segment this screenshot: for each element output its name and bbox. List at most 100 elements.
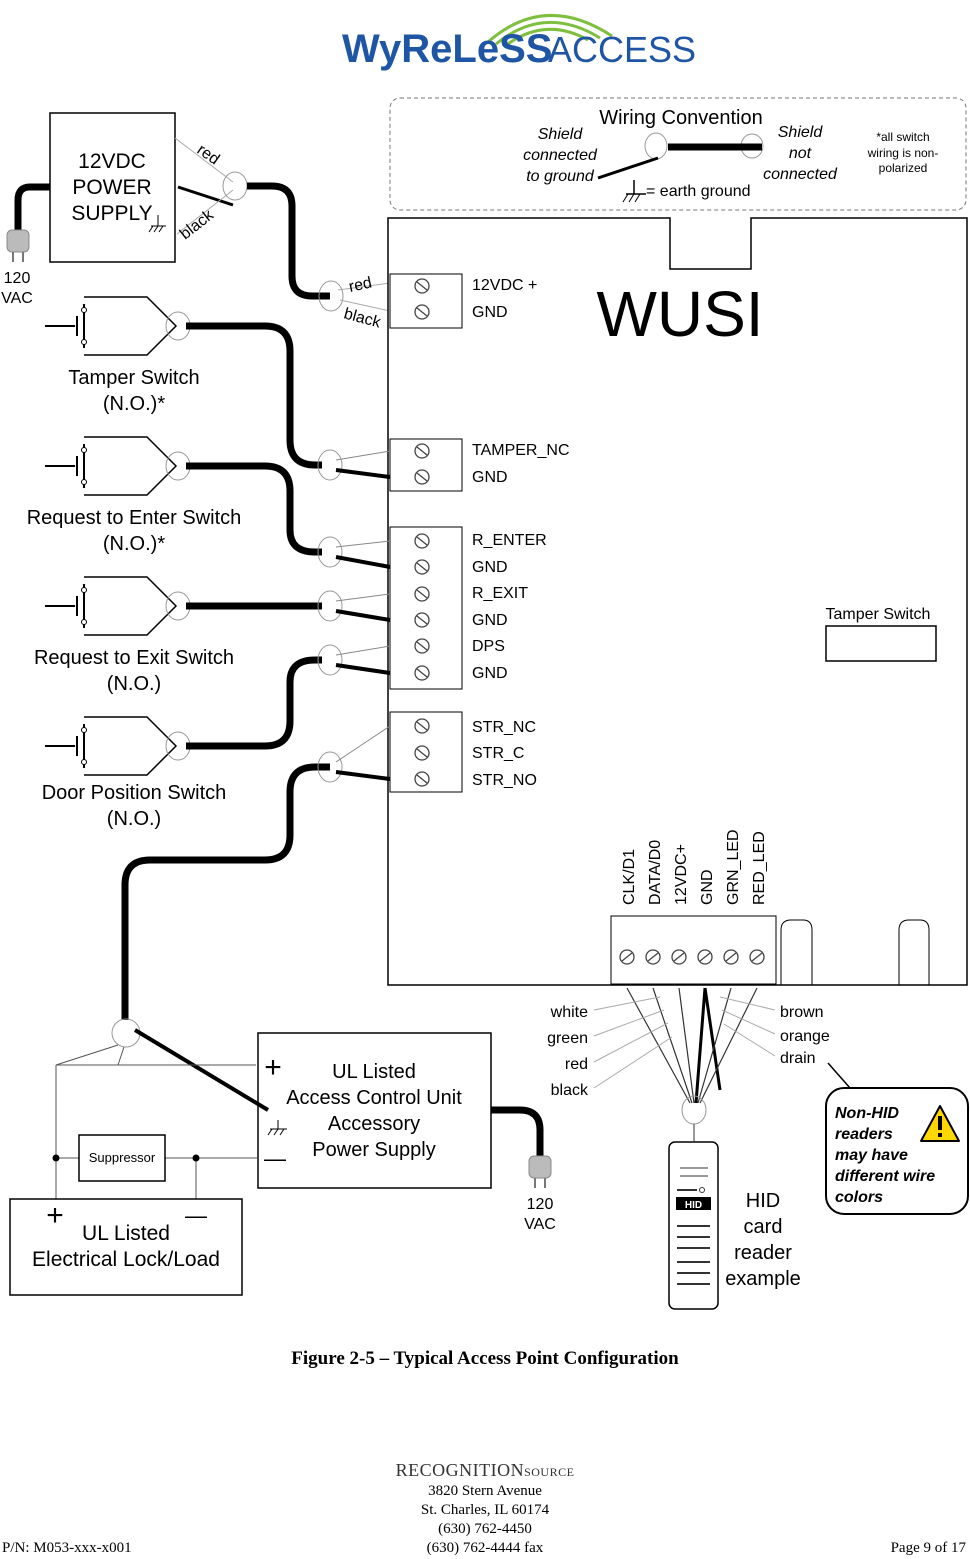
earth-ground-icon bbox=[622, 180, 646, 203]
terminal-screw-icon bbox=[414, 718, 430, 734]
rex-switch-sub: (N.O.) bbox=[107, 673, 161, 695]
fax: (630) 762-4444 fax bbox=[426, 1540, 544, 1556]
acu-power-plug-icon bbox=[528, 1155, 552, 1188]
wiring-convention-box: Wiring Convention Shield connected to gr… bbox=[389, 97, 967, 211]
recognition-source-logo: RECOGNITIONSOURCE bbox=[0, 1460, 970, 1481]
acu-plug-label-1: 120 bbox=[527, 1196, 554, 1213]
cable-end-icon bbox=[317, 536, 391, 569]
terminal-screw-icon bbox=[414, 612, 430, 628]
shield-left-line-1: Shield bbox=[538, 126, 584, 143]
power-plug-icon bbox=[6, 229, 30, 262]
acu-plug-label-2: VAC bbox=[524, 1216, 556, 1233]
term-str-nc: STR_NC bbox=[472, 719, 536, 736]
terminal-screw-icon bbox=[723, 949, 739, 965]
terminal-screw-icon bbox=[697, 949, 713, 965]
lock-line-2: Electrical Lock/Load bbox=[32, 1248, 220, 1271]
cable-end-icon bbox=[317, 644, 391, 676]
terminal-screw-icon bbox=[414, 304, 430, 320]
cable-end-icon bbox=[317, 725, 391, 783]
page-number: Page 9 of 17 bbox=[890, 1540, 966, 1556]
term-data-d0: DATA/D0 bbox=[647, 840, 664, 905]
address-line-2: St. Charles, IL 60174 bbox=[420, 1502, 550, 1518]
part-number: P/N: M053-xxx-x001 bbox=[2, 1540, 132, 1556]
reader-wires bbox=[593, 987, 776, 1125]
shield-right-line-1: Shield bbox=[778, 124, 824, 141]
lock-line-1: UL Listed bbox=[82, 1222, 170, 1245]
switch-symbol-icon bbox=[45, 716, 191, 776]
tamper-switch-label: Tamper Switch bbox=[68, 367, 199, 389]
non-hid-line-3: may have bbox=[835, 1147, 908, 1164]
logo-access: ACCESS bbox=[548, 29, 696, 70]
lock-minus: — bbox=[185, 1203, 207, 1228]
ps-black-wire-label: black bbox=[177, 206, 218, 243]
ground-icon bbox=[148, 215, 166, 233]
wusi-red-wire-label: red bbox=[347, 274, 373, 295]
ps-plug-label-2: VAC bbox=[1, 290, 33, 307]
term-gnd-2: GND bbox=[472, 469, 508, 486]
wusi-black-wire-label: black bbox=[342, 305, 383, 331]
terminal-screw-icon bbox=[671, 949, 687, 965]
power-supply-line-2: POWER bbox=[72, 176, 151, 199]
term-grn-led: GRN_LED bbox=[725, 829, 742, 905]
wire-black: black bbox=[551, 1082, 589, 1099]
term-red-led: RED_LED bbox=[751, 831, 768, 905]
non-hid-line-5: colors bbox=[835, 1189, 883, 1206]
term-str-no: STR_NO bbox=[472, 772, 537, 789]
warning-icon bbox=[920, 1105, 960, 1142]
term-r-exit: R_EXIT bbox=[472, 585, 528, 602]
rte-switch-label: Request to Enter Switch bbox=[27, 507, 242, 529]
acu-ground-icon bbox=[267, 1120, 287, 1136]
polarity-note-2: wiring is non- bbox=[867, 146, 939, 160]
logo-main-text: RECOGNITION bbox=[395, 1460, 525, 1480]
address-line-1: 3820 Stern Avenue bbox=[428, 1483, 542, 1499]
reader-label-4: example bbox=[725, 1268, 801, 1290]
cable-end-icon bbox=[317, 590, 391, 622]
wusi-board: WUSI 12VDC + GND TAMPER_NC GND R_ENTER G… bbox=[387, 217, 968, 986]
dps-switch-sub: (N.O.) bbox=[107, 808, 161, 830]
acu-plus: + bbox=[264, 1051, 282, 1084]
wire-brown: brown bbox=[780, 1004, 824, 1021]
power-cable bbox=[247, 182, 330, 300]
lock-plus: + bbox=[46, 1199, 64, 1232]
terminal-screw-icon bbox=[414, 638, 430, 654]
board-tamper-switch bbox=[825, 625, 937, 662]
ps-red-wire-label: red bbox=[194, 141, 223, 168]
term-tamper-nc: TAMPER_NC bbox=[472, 442, 570, 459]
acu-line-3: Accessory bbox=[328, 1113, 420, 1135]
switch-symbol-icon bbox=[45, 576, 191, 636]
wiring-diagram: WyReLeSS ACCESS Wiring Convention Shield… bbox=[1, 13, 969, 1310]
reader-label-3: reader bbox=[734, 1242, 792, 1264]
wiring-convention-title: Wiring Convention bbox=[599, 107, 762, 129]
non-hid-line-2: readers bbox=[835, 1126, 893, 1143]
wire-white: white bbox=[550, 1004, 588, 1021]
acu-line-4: Power Supply bbox=[312, 1139, 435, 1161]
suppressor-label: Suppressor bbox=[89, 1150, 156, 1165]
terminal-screw-icon bbox=[414, 469, 430, 485]
polarity-note-3: polarized bbox=[879, 161, 928, 175]
tamper-switch-sub: (N.O.)* bbox=[103, 393, 165, 415]
polarity-note-1: *all switch bbox=[876, 130, 929, 144]
earth-ground-label: = earth ground bbox=[646, 183, 751, 200]
wire-green: green bbox=[547, 1030, 588, 1047]
ps-plug-label-1: 120 bbox=[4, 270, 31, 287]
terminal-screw-icon bbox=[414, 665, 430, 681]
term-r-enter: R_ENTER bbox=[472, 532, 547, 549]
terminal-screw-icon bbox=[414, 745, 430, 761]
acu-line-2: Access Control Unit bbox=[286, 1087, 462, 1109]
switch-symbol-icon bbox=[45, 296, 191, 356]
reader-label-1: HID bbox=[746, 1190, 780, 1212]
switch-cables bbox=[121, 322, 330, 1020]
power-supply-12vdc: 12VDC POWER SUPPLY red black 120 VAC bbox=[1, 112, 248, 307]
term-gnd-5: GND bbox=[472, 665, 508, 682]
electrical-lock: + — UL Listed Electrical Lock/Load bbox=[9, 1198, 243, 1296]
term-gnd-reader: GND bbox=[699, 869, 716, 905]
terminal-screw-icon bbox=[414, 533, 430, 549]
shield-left-line-2: connected bbox=[523, 147, 598, 164]
term-clk-d1: CLK/D1 bbox=[621, 849, 638, 905]
term-gnd-3: GND bbox=[472, 559, 508, 576]
term-gnd-4: GND bbox=[472, 612, 508, 629]
term-12vdc-reader: 12VDC+ bbox=[673, 844, 690, 905]
acu-line-1: UL Listed bbox=[332, 1061, 416, 1083]
wyreless-access-logo: WyReLeSS ACCESS bbox=[342, 13, 696, 71]
wire-orange: orange bbox=[780, 1028, 830, 1045]
